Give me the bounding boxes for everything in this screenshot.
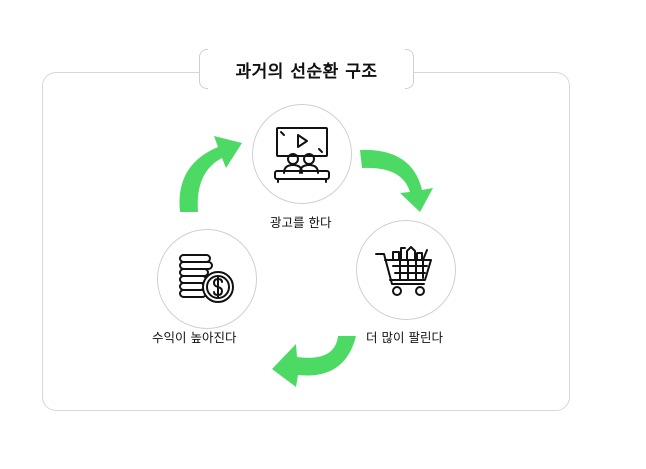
node-sales [356, 220, 456, 320]
arrow-revenue-to-ad [179, 136, 242, 212]
node-sales-label: 더 많이 팔린다 [366, 330, 443, 345]
coin-stack-icon [179, 254, 234, 303]
node-revenue [157, 229, 257, 329]
arrow-ad-to-sales [360, 149, 433, 212]
title-box: 과거의 선순환 구조 [199, 49, 414, 89]
node-advertise [252, 104, 352, 204]
shopping-cart-icon [375, 246, 432, 296]
node-revenue-label: 수익이 높아진다 [152, 330, 237, 345]
video-audience-icon [274, 127, 330, 183]
arrow-sales-to-revenue [272, 336, 356, 387]
node-advertise-label: 광고를 한다 [270, 215, 332, 230]
title-bracket-left [199, 49, 208, 89]
diagram-title: 과거의 선순환 구조 [235, 61, 378, 82]
